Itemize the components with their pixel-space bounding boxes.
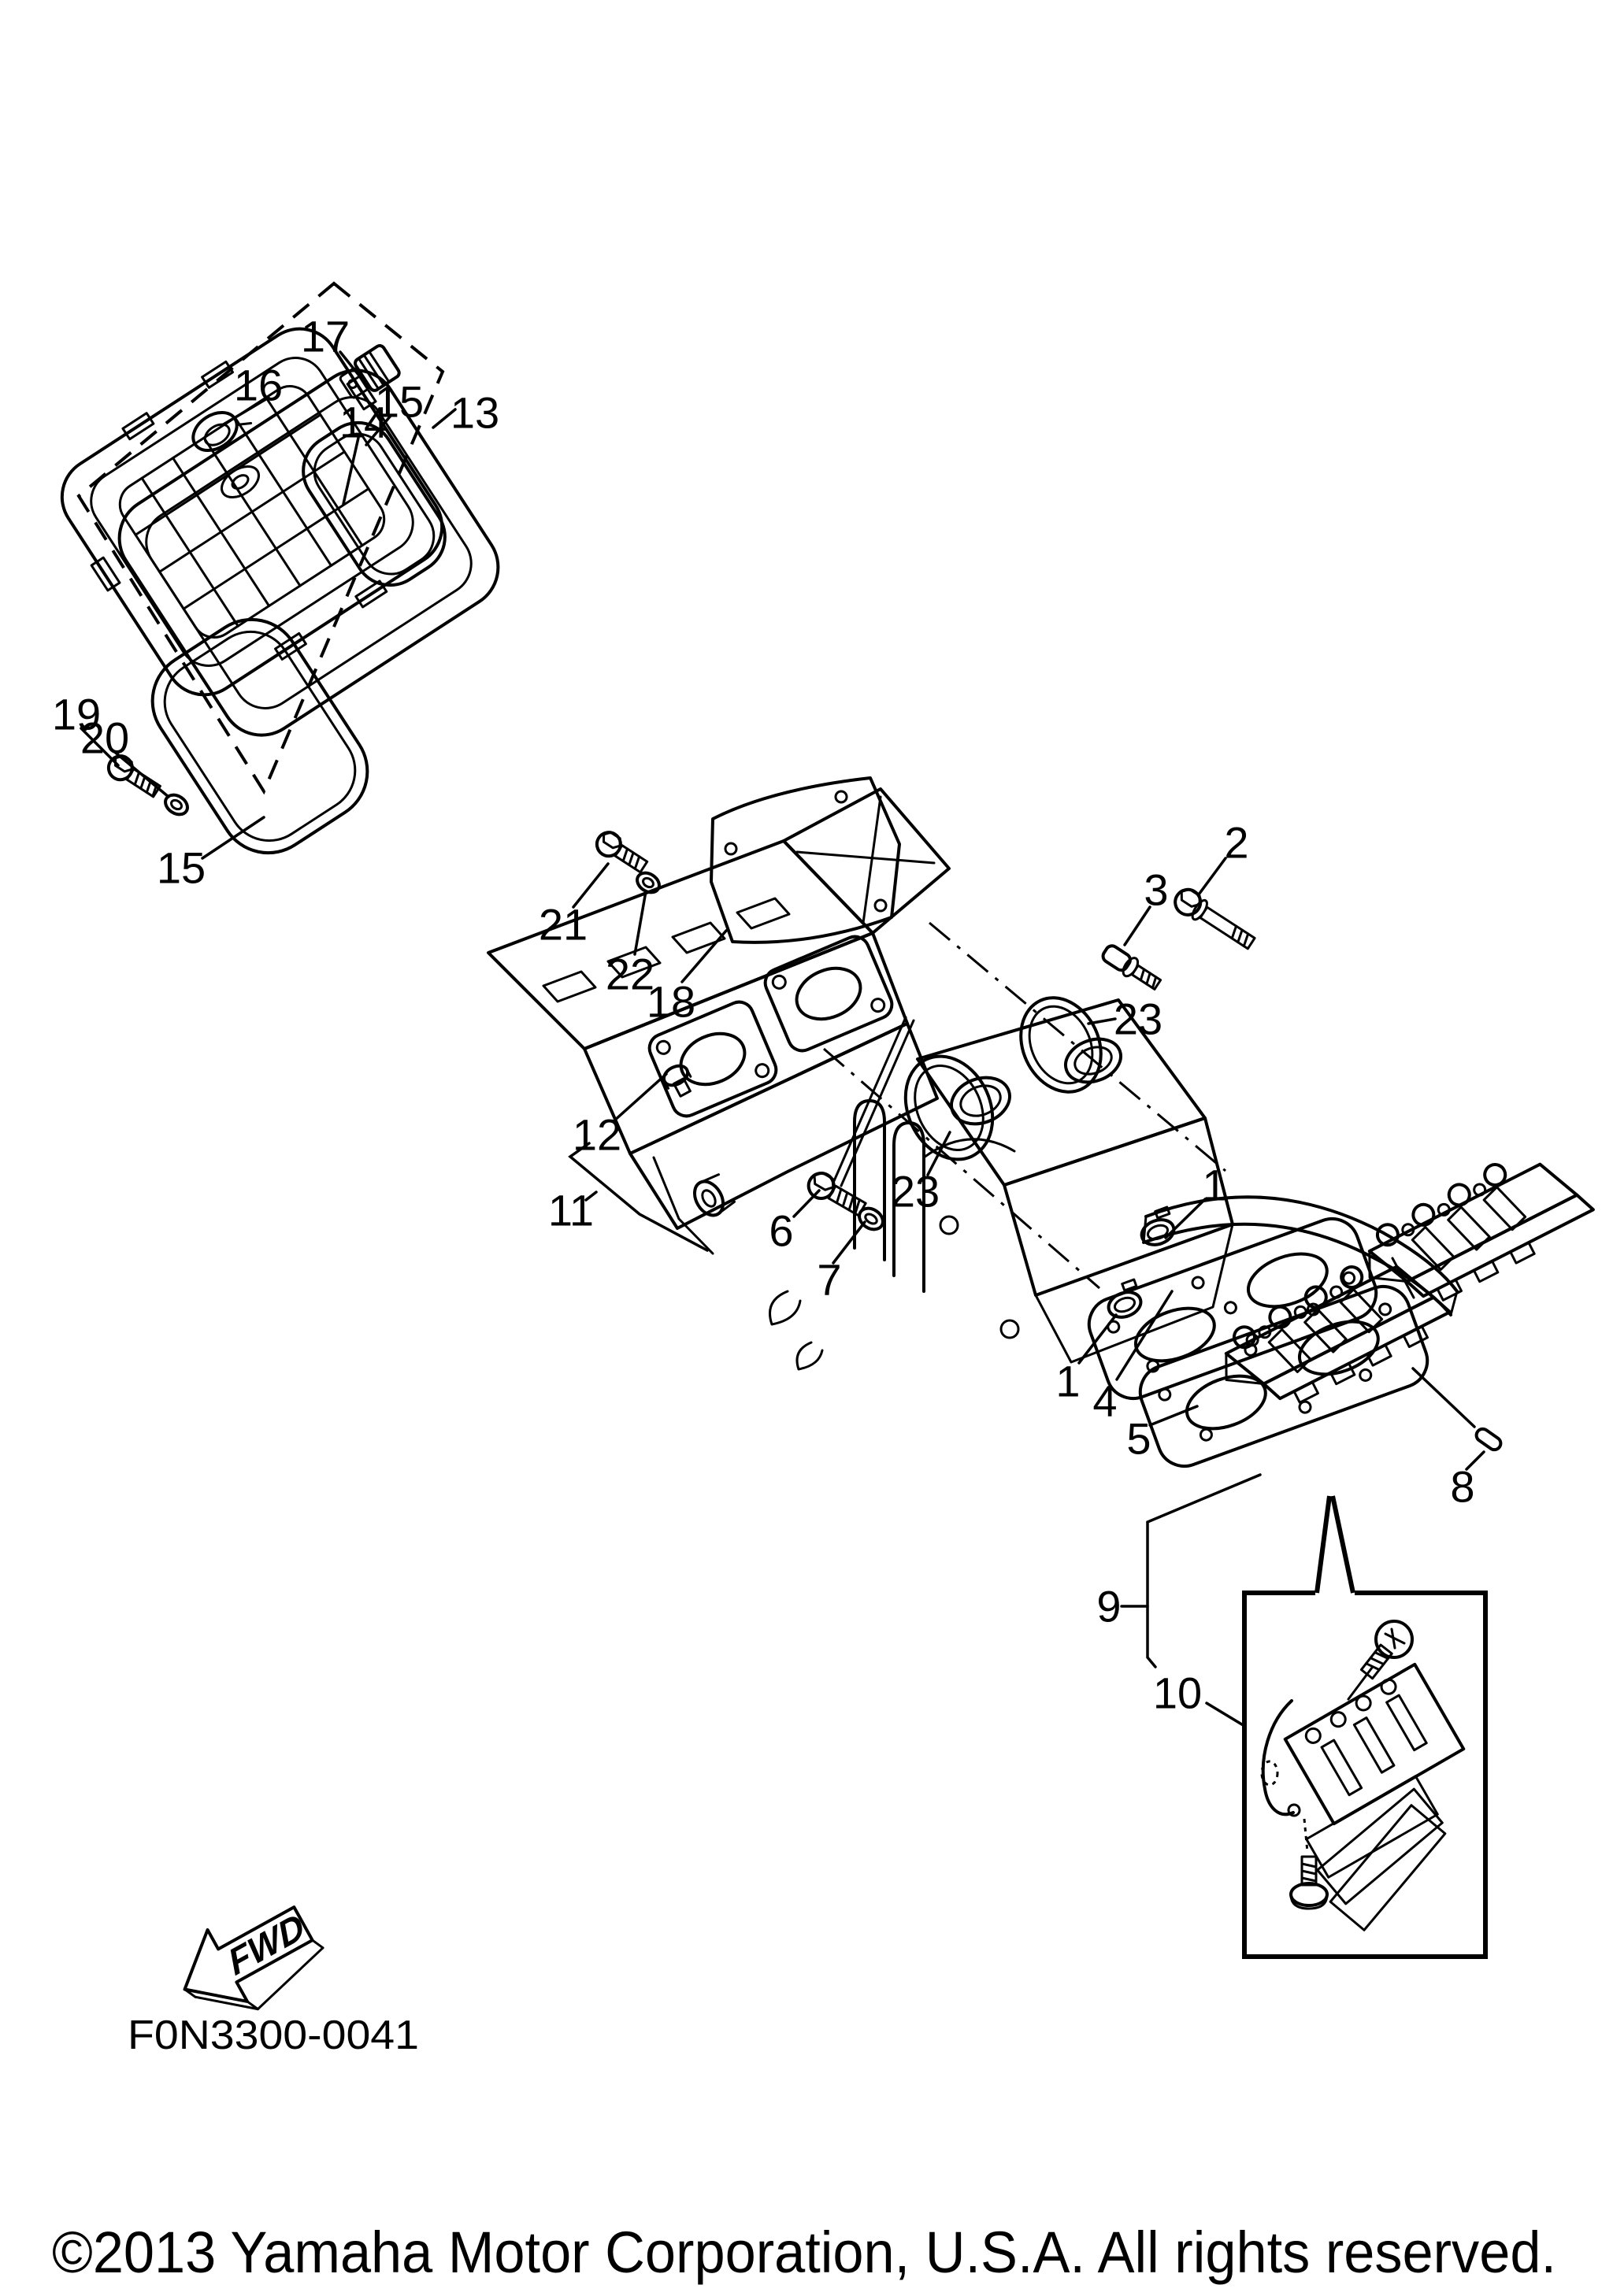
mount-damper-12 [662, 1064, 692, 1098]
screw-3 [1101, 944, 1162, 991]
callout-21-8: 21 [539, 900, 588, 950]
boundary-dashed-box [76, 281, 445, 795]
oring-23-upper [1019, 996, 1103, 1094]
washer-20 [164, 793, 189, 817]
callout-19-5: 19 [52, 690, 101, 739]
callout-20-6: 20 [80, 713, 129, 763]
callout-11-15: 11 [548, 1186, 594, 1235]
callout-23-16: 23 [891, 1167, 940, 1217]
callout-18-10: 18 [647, 977, 695, 1027]
callout-7-19: 7 [817, 1255, 841, 1305]
silencer-flange-b [763, 935, 894, 1053]
callout-13-4: 13 [451, 388, 499, 438]
washer-7 [858, 1206, 884, 1231]
oring-23-lower [903, 1054, 995, 1161]
callout-17-0: 17 [301, 312, 350, 361]
silencer-flange-a [647, 1000, 778, 1118]
reed-valve-left [1224, 1265, 1452, 1404]
dowel-pin-8 [1474, 1427, 1503, 1452]
copyright-text: ©2013 Yamaha Motor Corporation, U.S.A. A… [52, 2220, 1556, 2285]
leader-lines [80, 350, 1485, 1728]
bolt-2 [1174, 887, 1256, 950]
callout-3-12: 3 [1144, 865, 1168, 915]
intake-silencer-body [487, 787, 951, 1255]
inset-screw-bottom [1289, 1818, 1329, 1910]
callout-2-11: 2 [1224, 818, 1248, 868]
bolt-21 [595, 831, 649, 874]
callout-12-14: 12 [573, 1110, 621, 1160]
callout-15-7: 15 [157, 843, 206, 893]
reed-valve-right [1367, 1162, 1595, 1302]
silencer-mount-bushing [692, 1173, 736, 1217]
callout-10-25: 10 [1153, 1668, 1202, 1718]
hose-clamp-1-lower [1107, 1278, 1143, 1319]
callout-4-21: 4 [1092, 1376, 1117, 1426]
part-code: F0N3300-0041 [128, 2013, 419, 2058]
callout-23-13: 23 [1114, 994, 1162, 1044]
callout-14-3: 14 [339, 398, 388, 447]
callout-6-18: 6 [769, 1206, 793, 1256]
callout-15-2: 15 [375, 377, 424, 427]
cap-boss [221, 465, 260, 499]
seal-ring-bottom [150, 617, 369, 855]
seal-ring-top [302, 420, 447, 587]
callout-9-24: 9 [1096, 1582, 1121, 1631]
callout-22-9: 22 [606, 950, 654, 999]
callout-16-1: 16 [234, 361, 283, 410]
inset-detail-box [1242, 1495, 1488, 1959]
callout-1-17: 1 [1202, 1161, 1226, 1210]
callout-5-22: 5 [1126, 1414, 1151, 1464]
air-cleaner-cover [60, 327, 444, 697]
hose-clamp-1-upper [1140, 1205, 1176, 1246]
inset-reed-valve [1260, 1620, 1466, 1931]
callout-1-20: 1 [1055, 1357, 1080, 1406]
callout-8-23: 8 [1450, 1462, 1474, 1512]
